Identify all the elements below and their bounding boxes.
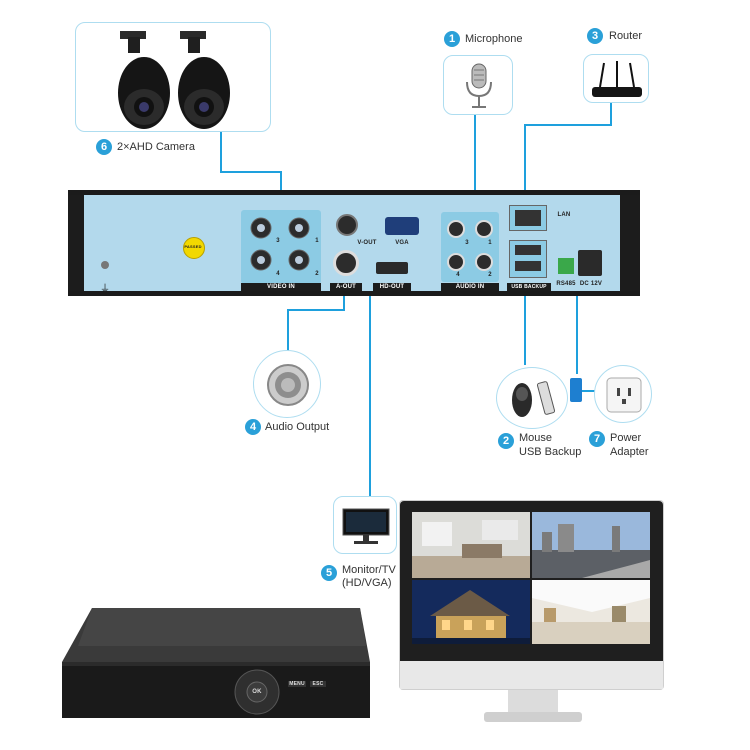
usb-socket-1 <box>515 245 541 255</box>
badge-5: 5 <box>321 565 337 581</box>
audio-jack-icon <box>267 364 309 406</box>
passed-sticker <box>183 237 205 259</box>
microphone-icon <box>466 63 492 108</box>
mic-wire <box>474 115 476 211</box>
monitor-base <box>484 712 582 722</box>
a-out-label-bar <box>330 283 362 291</box>
router-icon <box>592 61 642 97</box>
monitor-label: Monitor/TV <box>342 564 396 576</box>
badge-1: 1 <box>444 31 460 47</box>
video-in-group <box>241 210 321 284</box>
router-frame <box>583 54 649 103</box>
camera-wire-top <box>220 171 282 173</box>
badge-2: 2 <box>498 433 514 449</box>
v-out-label: V-OUT <box>357 240 377 246</box>
usb-backup-text: USB Backup <box>519 446 582 458</box>
camera-icon <box>118 31 230 129</box>
badge-7: 7 <box>589 431 605 447</box>
ground-symbol: ⏚ <box>100 284 110 295</box>
panel-left-end <box>68 190 84 296</box>
monitor-wire <box>369 228 371 498</box>
audio-in-label-bar <box>441 283 499 291</box>
audio-output-frame <box>253 350 321 418</box>
usb-backup-label: USB BACKUP <box>511 284 547 290</box>
monitor-sub-label: (HD/VGA) <box>342 577 392 589</box>
panel-top-edge <box>68 190 640 195</box>
vga-port <box>385 217 419 235</box>
rs485-label: RS485 <box>556 281 576 287</box>
menu-button: MENU <box>288 681 306 687</box>
video-in-label-bar <box>241 283 321 291</box>
monitor-chin <box>400 661 663 689</box>
rca-ports <box>447 220 493 271</box>
hd-out-label-bar <box>373 283 411 291</box>
mouse-icon <box>512 381 556 417</box>
audio-in-group <box>441 212 499 282</box>
dc-jack <box>578 250 602 276</box>
ain-num-2: 2 <box>488 272 492 278</box>
power-wire-2 <box>576 344 578 374</box>
power-frame <box>594 365 652 423</box>
power-label: Power <box>610 432 642 444</box>
panel-right-end <box>620 190 640 296</box>
usb-wire <box>524 285 526 365</box>
audio-output-label: Audio Output <box>265 421 330 433</box>
vin-num-1: 1 <box>315 238 319 244</box>
panel-bottom-edge <box>68 291 640 296</box>
monitor-icon <box>342 508 390 544</box>
microphone-frame <box>443 55 513 115</box>
vin-num-3: 3 <box>276 238 280 244</box>
vga-label: VGA <box>395 240 409 246</box>
hd-out-port <box>376 262 408 274</box>
badge-4: 4 <box>245 419 261 435</box>
router-wire-h <box>524 124 612 126</box>
a-out-port <box>333 250 359 276</box>
hd-out-label: HD-OUT <box>379 284 405 290</box>
ok-button: OK <box>252 689 262 695</box>
adapter-label: Adapter <box>610 446 649 458</box>
power-connector <box>570 378 582 402</box>
lan-label: LAN <box>557 212 571 218</box>
monitor-icon-frame <box>333 496 397 554</box>
lan-socket <box>515 210 541 226</box>
video-in-label: VIDEO IN <box>267 284 295 290</box>
audio-out-wire-h <box>287 309 345 311</box>
power-socket-icon <box>606 377 642 413</box>
camera-frame <box>75 22 271 132</box>
passed-label: PASSED <box>184 244 202 249</box>
lan-port <box>509 205 547 231</box>
dvr-front-unit <box>62 608 370 718</box>
ain-num-4: 4 <box>456 272 460 278</box>
camera-label: 2×AHD Camera <box>117 141 195 153</box>
power-wire-3 <box>582 390 596 392</box>
usb-ports <box>509 240 547 278</box>
bnc-ports <box>250 217 310 271</box>
router-label: Router <box>609 30 643 42</box>
badge-6: 6 <box>96 139 112 155</box>
mouse-label: Mouse <box>519 432 553 444</box>
dc12v-label: DC 12V <box>579 281 603 287</box>
camera-wire-h <box>220 130 222 172</box>
usb-socket-2 <box>515 261 541 271</box>
router-wire-v1 <box>610 103 612 125</box>
audio-out-wire-v <box>287 309 289 354</box>
power-wire-1 <box>576 285 578 345</box>
ain-num-3: 3 <box>465 240 469 246</box>
rs485-terminal <box>558 258 574 274</box>
vin-num-4: 4 <box>276 271 280 277</box>
badge-3: 3 <box>587 28 603 44</box>
esc-button: ESC <box>310 681 326 687</box>
ground-screw <box>101 261 109 269</box>
monitor-screen <box>412 512 650 644</box>
ain-num-1: 1 <box>488 240 492 246</box>
monitor-neck <box>508 690 558 714</box>
vin-num-2: 2 <box>315 271 319 277</box>
microphone-label: Microphone <box>465 33 523 45</box>
mouse-frame <box>496 367 568 429</box>
v-out-port <box>336 214 358 236</box>
audio-in-label: AUDIO IN <box>455 284 485 290</box>
a-out-label: A-OUT <box>336 284 356 290</box>
router-wire-v2 <box>524 124 526 210</box>
usb-label-bar <box>507 283 551 291</box>
